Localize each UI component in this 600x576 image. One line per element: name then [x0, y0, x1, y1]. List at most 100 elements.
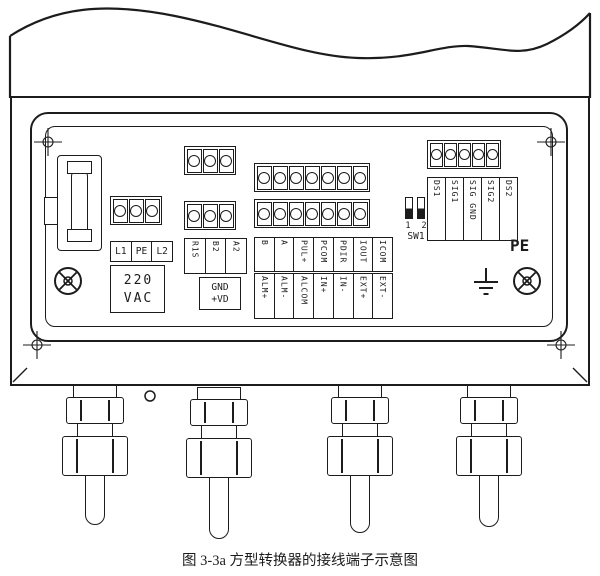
fuse-clip-bottom [67, 229, 92, 242]
io-terminal-labels-bottom: ALM+ ALM- ALCOM IN+ IN- EXT+ EXT- [254, 273, 393, 319]
terminal-label: IN+ [319, 276, 329, 294]
voltage-line1: 220 [123, 272, 154, 288]
comm-terminal-row-bottom [184, 201, 236, 230]
broken-edge-wave [9, 7, 591, 60]
gland-neck [77, 423, 113, 437]
cable [85, 475, 105, 525]
terminal-label: PDIR [338, 240, 348, 264]
terminal-label-cell: SIG GND [463, 178, 481, 240]
terminal-label-cell: IN+ [313, 274, 333, 318]
terminal-label: A [279, 240, 289, 246]
terminal-screw [128, 198, 144, 223]
terminal-screw [336, 165, 352, 190]
terminal-label-cell: ALCOM [293, 274, 313, 318]
terminal-label-cell: B [255, 238, 274, 271]
terminal-label-cell: IOUT [352, 238, 373, 271]
terminal-screw [352, 165, 368, 190]
gland-nut-upper [66, 397, 124, 424]
terminal-screw [288, 201, 304, 226]
dip-switch-label: SW1 [407, 231, 425, 242]
terminal-label: B2 [211, 241, 220, 253]
terminal-label: SIG GND [468, 180, 477, 221]
terminal-label-cell: B2 [204, 239, 226, 273]
cable [209, 477, 229, 539]
supply-voltage-box: 220 VAC [110, 265, 165, 313]
terminal-label: ALCOM [299, 276, 309, 306]
terminal-label-cell: IN- [332, 274, 353, 318]
terminal-screw [352, 201, 368, 226]
terminal-label-cell: SIG2 [481, 178, 499, 240]
gland-nut-upper [190, 399, 248, 426]
gland-neck [201, 425, 237, 439]
cable [479, 475, 499, 527]
terminal-screw [218, 148, 234, 173]
terminal-label: ALM- [279, 276, 289, 300]
terminal-label-cell: ALM- [273, 274, 294, 318]
terminal-screw [485, 142, 499, 167]
comm-terminal-labels: R1S B2 A2 [184, 238, 247, 274]
terminal-label-cell: DS2 [499, 178, 517, 240]
fuse-icon [71, 168, 88, 238]
terminal-label: PE [130, 242, 152, 261]
sensor-terminal-labels: DS1 SIG1 SIG GND SIG2 DS2 [427, 177, 518, 241]
terminal-label: R1S [190, 241, 200, 259]
terminal-screw [272, 165, 288, 190]
terminal-label: B [259, 240, 269, 246]
dip-switch-numbers: 1 2 [405, 221, 430, 231]
aux-line2: +VD [211, 294, 229, 305]
terminal-label: ALM+ [259, 276, 269, 300]
gland-neck [471, 423, 507, 437]
terminal-screw [288, 165, 304, 190]
terminal-screw [304, 165, 320, 190]
terminal-label: PCOM [319, 240, 329, 264]
gland-nut-lower [327, 436, 393, 476]
gland-nut-upper [460, 397, 518, 424]
gland-neck [342, 423, 378, 437]
terminal-label-cell: R1S [185, 239, 205, 273]
figure-caption: 图 3-3a 方型转换器的接线端子示意图 [181, 553, 418, 569]
gland-nut-upper [331, 397, 389, 424]
terminal-label: SIG1 [450, 180, 459, 204]
terminal-label-cell: PCOM [313, 238, 333, 271]
terminal-label: A2 [231, 241, 241, 253]
terminal-label: DS2 [504, 180, 513, 198]
terminal-screw [304, 201, 320, 226]
terminal-label-cell: A [273, 238, 294, 271]
terminal-screw [186, 203, 202, 228]
terminal-label: EXT+ [358, 276, 368, 300]
terminal-label-cell: PUL+ [293, 238, 313, 271]
comm-aux-labels: GND +VD [199, 277, 241, 310]
gland-nut-lower [456, 436, 522, 476]
terminal-screw [429, 142, 443, 167]
terminal-screw [443, 142, 457, 167]
dip-switch-2 [417, 197, 425, 219]
terminal-screw [320, 165, 336, 190]
terminal-label: EXT- [378, 276, 388, 300]
terminal-screw [186, 148, 202, 173]
io-terminal-row-top [254, 163, 370, 192]
terminal-screw [112, 198, 128, 223]
terminal-label: SIG2 [486, 180, 495, 204]
terminal-screw [256, 201, 272, 226]
terminal-label: L2 [151, 242, 172, 261]
terminal-label: L1 [115, 246, 127, 257]
terminal-screw [272, 201, 288, 226]
aux-line1: GND [211, 282, 229, 293]
terminal-label-cell: EXT- [372, 274, 392, 318]
terminal-screw [202, 203, 218, 228]
io-terminal-row-bottom [254, 199, 370, 228]
neck-side-lines [8, 13, 592, 98]
terminal-label-cell: EXT+ [352, 274, 373, 318]
gland-nut-lower [186, 438, 252, 478]
fuse-side-clip [44, 197, 58, 225]
fuse-clip-top [67, 161, 92, 174]
terminal-screw [336, 201, 352, 226]
dip-switch [405, 197, 425, 219]
terminal-label: IN- [338, 276, 348, 294]
gland-nut-lower [62, 436, 128, 476]
terminal-screw [144, 198, 160, 223]
terminal-label: DS1 [432, 180, 441, 198]
